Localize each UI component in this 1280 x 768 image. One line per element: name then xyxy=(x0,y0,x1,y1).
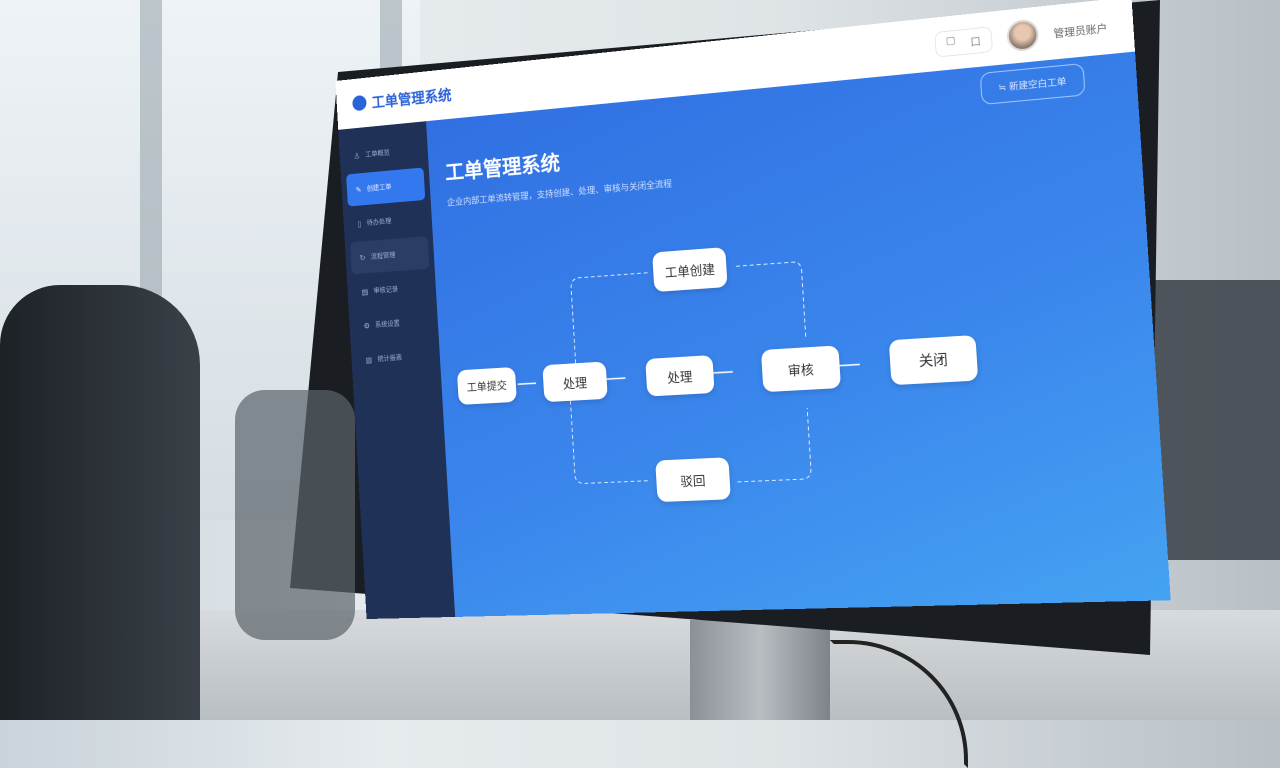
dashed-arrow xyxy=(733,408,811,482)
app-logo[interactable]: 工单管理系统 xyxy=(352,84,452,114)
monitor-screen: 工单管理系统 ▢ 口 管理员账户 ♙ 工单概览 ✎ 创建工单 ▯ 待办处理 ↻ 流程管理… xyxy=(335,0,1171,620)
logo-icon xyxy=(352,94,367,112)
sidebar-item-overview[interactable]: ♙ 工单概览 xyxy=(344,133,423,172)
settings-icon: ⚙ xyxy=(363,321,371,331)
sidebar-item-label: 流程管理 xyxy=(370,252,396,261)
flow-connectors xyxy=(426,52,1171,617)
dashed-arrow xyxy=(570,397,650,484)
chat-icon: ▢ xyxy=(945,34,956,47)
flow-node-reject[interactable]: 驳回 xyxy=(655,457,731,503)
sidebar-item-label: 创建工单 xyxy=(366,183,392,193)
sidebar-item-label: 统计报表 xyxy=(377,354,403,363)
background-chair xyxy=(235,390,355,640)
user-icon: ♙ xyxy=(353,150,361,161)
icon-button-label: 口 xyxy=(970,36,982,49)
flow-node-close[interactable]: 关闭 xyxy=(888,334,979,386)
node-label: 审核 xyxy=(787,361,815,379)
edit-icon: ✎ xyxy=(355,184,362,194)
sidebar-item-label: 审核记录 xyxy=(373,286,399,295)
sidebar-item-label: 工单概览 xyxy=(365,149,390,159)
share-icon: ↻ xyxy=(359,252,366,262)
node-label: 工单提交 xyxy=(466,380,508,394)
flow-node-process-2[interactable]: 处理 xyxy=(645,355,715,397)
sidebar-item-label: 系统设置 xyxy=(374,320,400,329)
flow-node-create[interactable]: 工单创建 xyxy=(652,247,728,293)
dashed-arrow xyxy=(571,273,655,364)
message-button[interactable]: ▢ 口 xyxy=(933,25,994,58)
username[interactable]: 管理员账户 xyxy=(1053,23,1108,41)
node-label: 处理 xyxy=(562,374,588,391)
sidebar-item-create[interactable]: ✎ 创建工单 xyxy=(346,167,426,207)
node-label: 驳回 xyxy=(679,472,706,489)
sidebar-item-settings[interactable]: ⚙系统设置 xyxy=(354,305,433,343)
node-label: 关闭 xyxy=(918,351,949,370)
node-label: 工单创建 xyxy=(664,261,716,280)
file-icon: ▯ xyxy=(357,219,362,228)
chart-icon: ▥ xyxy=(365,355,373,365)
foreground-chair xyxy=(0,285,200,720)
flow-node-process[interactable]: 处理 xyxy=(542,361,608,403)
avatar[interactable] xyxy=(1005,18,1040,53)
logo-text: 工单管理系统 xyxy=(371,86,452,111)
sidebar-item-reports[interactable]: ▥ 统计报表 xyxy=(356,339,435,376)
main-content: ≒ 新建空白工单 工单管理系统 企业内部工单流转管理，支持创建、处理、审核与关闭… xyxy=(426,52,1171,617)
arrow xyxy=(518,383,536,384)
sidebar-item-todo[interactable]: ▯ 待办处理 xyxy=(348,202,427,241)
dashed-arrow xyxy=(736,262,806,342)
sidebar-item-label: 待办处理 xyxy=(366,218,392,227)
arrow xyxy=(840,364,860,365)
monitor-stand xyxy=(690,620,830,720)
node-label: 处理 xyxy=(666,368,693,386)
arrow xyxy=(713,372,732,373)
arrow xyxy=(607,378,626,379)
flow-node-submit[interactable]: 工单提交 xyxy=(456,366,517,405)
flow-node-review[interactable]: 审核 xyxy=(760,345,842,393)
sidebar-item-review[interactable]: ▤ 审核记录 xyxy=(352,270,431,308)
doc-icon: ▤ xyxy=(361,286,369,296)
sidebar-item-flow[interactable]: ↻ 流程管理 xyxy=(350,236,430,275)
